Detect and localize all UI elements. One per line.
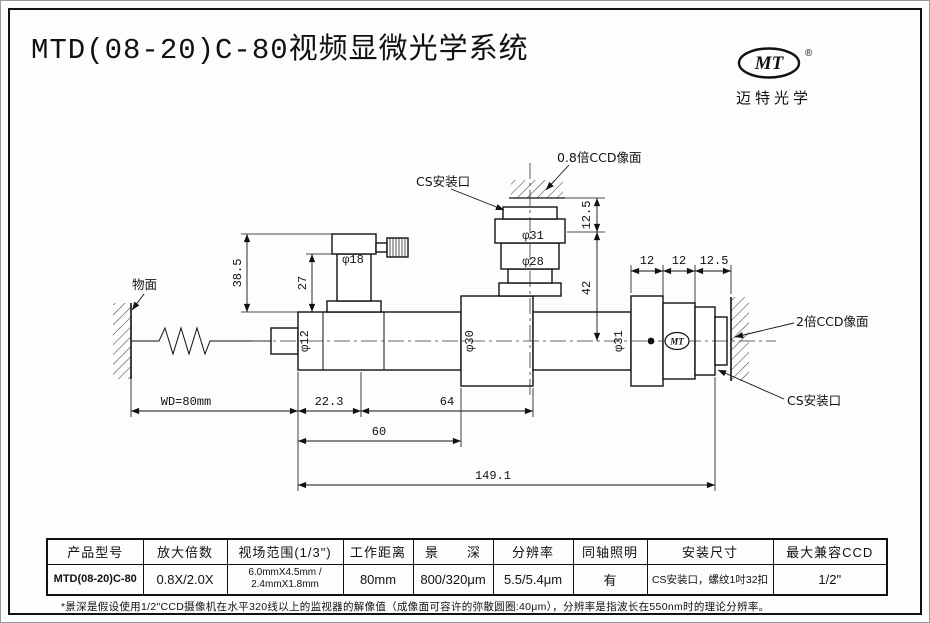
brand-logo: MT ® 迈特光学 [729,45,819,108]
cell-model: MTD(08-20)C-80 [46,563,144,596]
label-cs-mount-top: CS安装口 [416,174,470,189]
mt-logo-text: MT [754,53,785,74]
header-fov: 视场范围(1/3") [226,538,344,565]
dim-phi31-right: φ31 [612,330,626,352]
body-mt-logo: MT [647,331,690,351]
dim-12-5-tower: 12.5 [580,201,594,230]
dimension-lines [131,198,731,489]
cell-max-ccd: 1/2" [772,563,888,596]
dim-12-b: 12 [672,254,686,268]
dim-42: 42 [580,281,594,295]
label-ccd-plane-2x: 2倍CCD像面 [796,314,869,329]
header-resolution: 分辨率 [492,538,574,565]
dim-27: 27 [296,276,310,290]
company-name: 迈特光学 [735,90,812,107]
header-magnification: 放大倍数 [142,538,228,565]
object-plane-wall [113,303,132,379]
leader-lines [131,164,795,400]
dim-22-3: 22.3 [315,395,344,409]
dim-60: 60 [372,425,386,439]
spec-table: 产品型号 放大倍数 视场范围(1/3") 工作距离 景 深 分辨率 同轴照明 安… [46,538,888,596]
beam-break-line [131,326,271,356]
lens-body [270,295,728,387]
header-dof: 景 深 [412,538,494,565]
page-title: MTD(08-20)C-80视频显微光学系统 [31,34,529,67]
mt-logo-icon: MT ® [737,47,813,79]
knurled-knob [386,237,409,258]
spec-data-row: MTD(08-20)C-80 0.8X/2.0X 6.0mmX4.5mm / 2… [46,563,888,596]
spec-header-row: 产品型号 放大倍数 视场范围(1/3") 工作距离 景 深 分辨率 同轴照明 安… [46,538,888,565]
dim-149-1: 149.1 [475,469,511,483]
header-model: 产品型号 [46,538,144,565]
header-coaxial: 同轴照明 [572,538,648,565]
body-mt-logo-text: MT [669,337,684,347]
dim-phi28: φ28 [522,255,544,269]
cell-working-distance: 80mm [342,563,414,596]
cell-fov: 6.0mmX4.5mm / 2.4mmX1.8mm [226,563,344,596]
dim-phi12: φ12 [298,330,312,352]
dim-phi30: φ30 [463,330,477,352]
header-max-ccd: 最大兼容CCD [772,538,888,565]
label-ccd-plane-08x: 0.8倍CCD像面 [557,150,641,165]
dim-12-a: 12 [640,254,654,268]
drawing-border-frame [8,8,922,615]
cell-magnification: 0.8X/2.0X [142,563,228,596]
cell-dof: 800/320μm [412,563,494,596]
dim-12-5-right: 12.5 [700,254,729,268]
header-working-distance: 工作距离 [342,538,414,565]
cell-resolution: 5.5/5.4μm [492,563,574,596]
dim-wd: WD=80mm [161,395,211,409]
dim-64: 64 [440,395,454,409]
dim-phi31-tower: φ31 [522,229,544,243]
dim-38-5: 38.5 [231,259,245,288]
ccd-image-plane-08x [509,180,565,199]
header-mount: 安装尺寸 [646,538,774,565]
registered-mark: ® [805,48,813,59]
label-object-plane: 物面 [132,277,157,292]
ccd-image-plane-2x-wall [730,297,749,381]
footnote: *景深是假设使用1/2"CCD摄像机在水平320线以上的监视器的解像值（成像面可… [61,601,770,613]
label-cs-mount-right: CS安装口 [787,393,841,408]
focus-knob-assembly [326,233,409,313]
cell-coaxial: 有 [572,563,648,596]
dim-phi18: φ18 [342,253,364,267]
cell-mount: CS安装口，螺纹1吋32扣 [646,563,774,596]
